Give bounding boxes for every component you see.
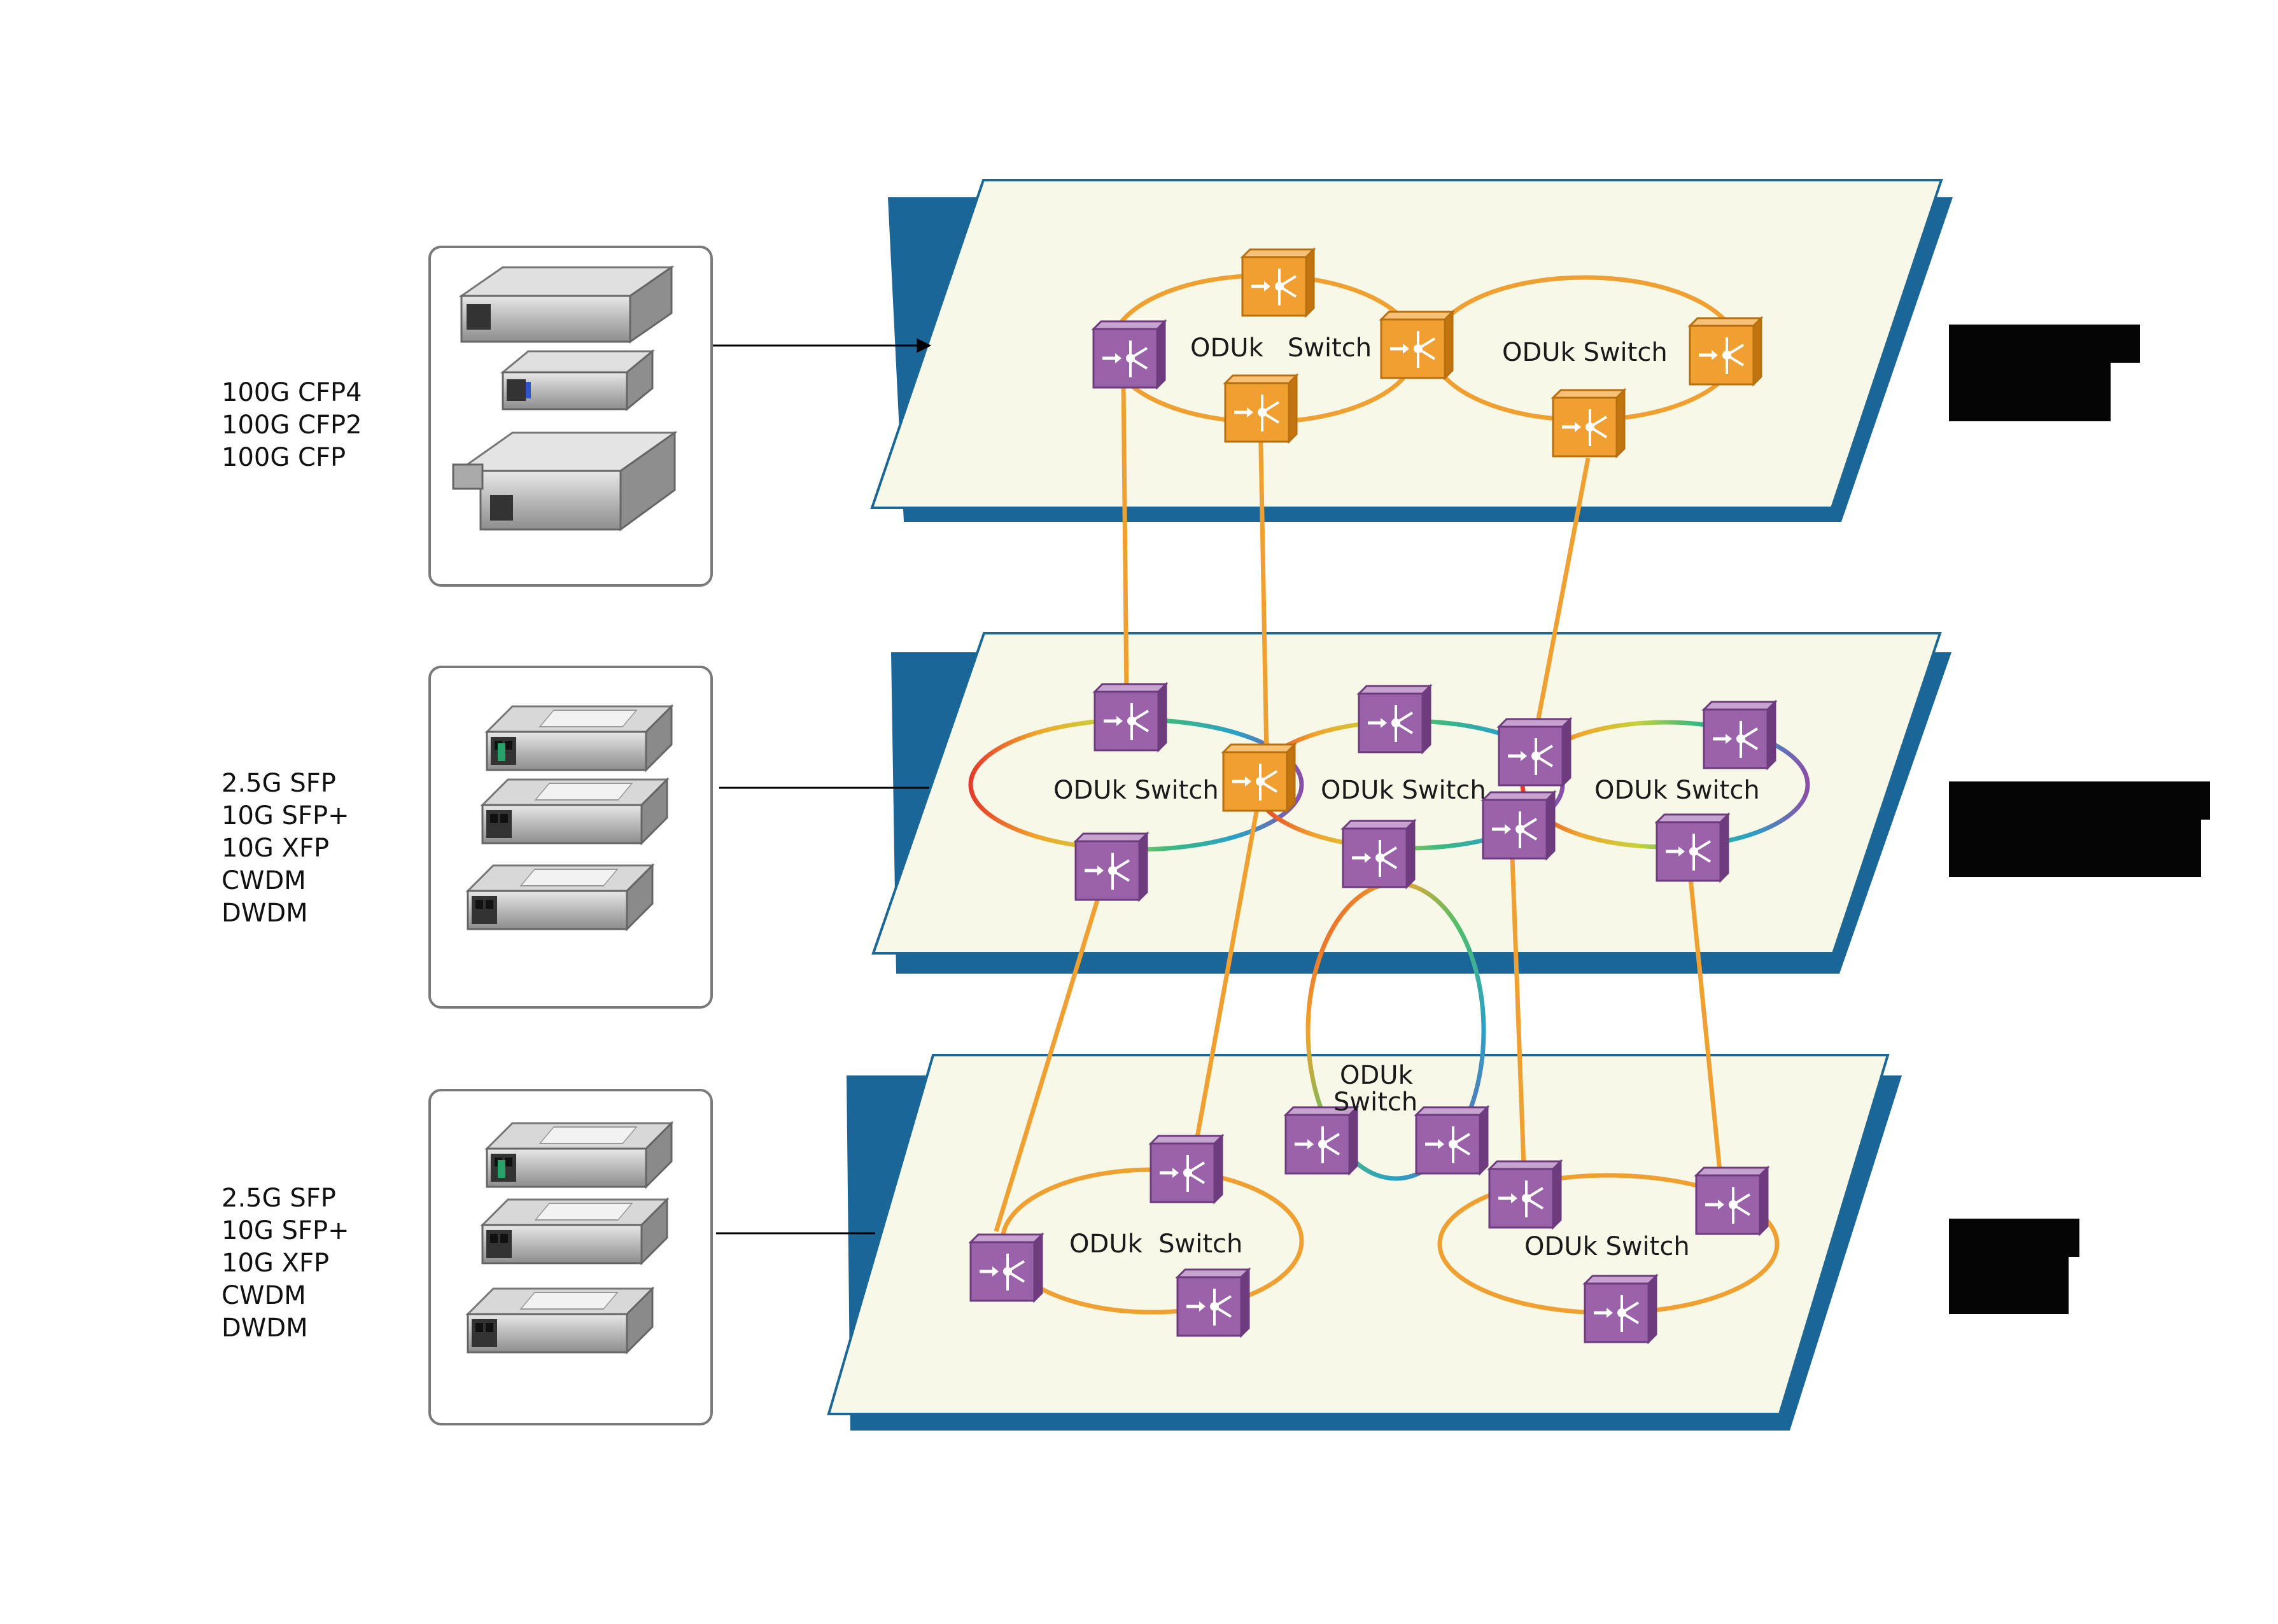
transceiver-module-icon xyxy=(481,778,668,844)
oduk-switch-icon xyxy=(1223,745,1295,811)
module-list-item: 100G CFP xyxy=(221,443,346,472)
layer-title-block-core xyxy=(1949,325,2140,363)
module-list-item: 100G CFP4 xyxy=(221,378,362,407)
layer-title-block-access-2 xyxy=(1949,1257,2069,1314)
module-list-access: 2.5G SFP 10G SFP+ 10G XFP CWDM DWDM xyxy=(221,1182,349,1345)
oduk-switch-icon xyxy=(1696,1168,1768,1234)
oduk-switch-icon xyxy=(1657,815,1728,881)
switch-label-agg-right: ODUk Switch xyxy=(1594,776,1760,805)
oduk-switch-icon xyxy=(1416,1107,1487,1173)
transceiver-module-icon xyxy=(452,431,678,531)
layer-title-block-core-2 xyxy=(1949,363,2111,421)
module-list-item: 10G XFP xyxy=(221,1249,330,1278)
oduk-switch-icon xyxy=(1225,375,1297,442)
oduk-switch-icon xyxy=(1553,390,1624,456)
transceiver-module-icon xyxy=(467,1287,654,1354)
module-list-item: 100G CFP2 xyxy=(221,410,362,440)
arrow-head-icon xyxy=(917,338,932,353)
switch-label-access-right: ODUk Switch xyxy=(1524,1232,1690,1261)
module-list-item: 2.5G SFP xyxy=(221,769,336,798)
switch-label-core-right: ODUk Switch xyxy=(1502,338,1668,367)
oduk-switch-icon xyxy=(1704,702,1775,768)
oduk-switch-icon xyxy=(1499,719,1570,785)
transceiver-module-icon xyxy=(481,1198,668,1264)
oduk-switch-icon xyxy=(1286,1107,1357,1173)
transceiver-panel-100g xyxy=(428,246,713,587)
link-agg-access-2 xyxy=(1191,808,1260,1159)
switch-label-link-line1: ODUk xyxy=(1340,1061,1414,1090)
link-agg-access-4 xyxy=(1687,871,1724,1191)
switch-label-agg-left: ODUk Switch xyxy=(1053,776,1219,805)
module-list-aggregation: 2.5G SFP 10G SFP+ 10G XFP CWDM DWDM xyxy=(221,767,349,930)
module-list-item: DWDM xyxy=(221,899,308,928)
module-list-item: CWDM xyxy=(221,866,306,895)
oduk-switch-icon xyxy=(1690,318,1761,384)
transceiver-module-icon xyxy=(486,705,673,771)
transceiver-module-icon xyxy=(467,864,654,930)
transceiver-module-icon xyxy=(458,265,675,344)
link-core-agg-3 xyxy=(1535,458,1591,726)
switch-label-core-left: ODUk Switch xyxy=(1190,333,1372,363)
transceiver-latch-icon xyxy=(498,1160,505,1178)
inter-layer-links xyxy=(994,381,1724,1233)
oduk-switch-icon xyxy=(1093,321,1165,388)
oduk-switch-icon xyxy=(1585,1276,1656,1342)
module-list-item: 10G SFP+ xyxy=(221,1216,349,1245)
switch-label-access-left: ODUk Switch xyxy=(1069,1229,1242,1259)
switch-label-link-line2: Switch xyxy=(1333,1088,1417,1117)
module-list-item: 10G XFP xyxy=(221,834,330,863)
connector-lines xyxy=(713,338,932,1235)
oduk-switch-icon xyxy=(1381,312,1452,378)
module-list-core: 100G CFP4 100G CFP2 100G CFP xyxy=(221,377,362,474)
oduk-switch-icon xyxy=(971,1235,1042,1301)
layer-title-block-aggregation xyxy=(1949,781,2210,820)
transceiver-module-icon xyxy=(500,349,656,412)
transceiver-module-icon xyxy=(486,1122,673,1188)
oduk-switch-icon xyxy=(1343,821,1414,887)
transceiver-panel-sfp-mid xyxy=(428,666,713,1009)
oduk-switch-icon xyxy=(1178,1270,1249,1336)
oduk-switch-icon xyxy=(1076,834,1147,900)
oduk-switch-icon xyxy=(1242,249,1314,316)
transceiver-latch-icon xyxy=(498,743,505,761)
oduk-switch-icon xyxy=(1483,792,1554,858)
module-list-item: CWDM xyxy=(221,1281,306,1310)
transceiver-panel-sfp-access xyxy=(428,1089,713,1425)
module-list-item: 2.5G SFP xyxy=(221,1184,336,1213)
link-agg-access-3 xyxy=(1509,839,1527,1184)
switch-label-agg-center: ODUk Switch xyxy=(1321,776,1486,805)
link-core-agg-2 xyxy=(1258,413,1269,758)
oduk-switch-icon xyxy=(1095,684,1166,750)
oduk-switch-icon xyxy=(1151,1136,1222,1202)
layer-title-block-aggregation-2 xyxy=(1949,820,2201,877)
module-list-item: 10G SFP+ xyxy=(221,801,349,830)
oduk-switch-icon xyxy=(1359,686,1430,752)
link-core-agg-1 xyxy=(1121,381,1129,697)
layer-title-block-access xyxy=(1949,1219,2079,1257)
link-agg-access-1 xyxy=(994,886,1104,1233)
oduk-switch-icon xyxy=(1489,1161,1561,1228)
module-list-item: DWDM xyxy=(221,1313,308,1343)
